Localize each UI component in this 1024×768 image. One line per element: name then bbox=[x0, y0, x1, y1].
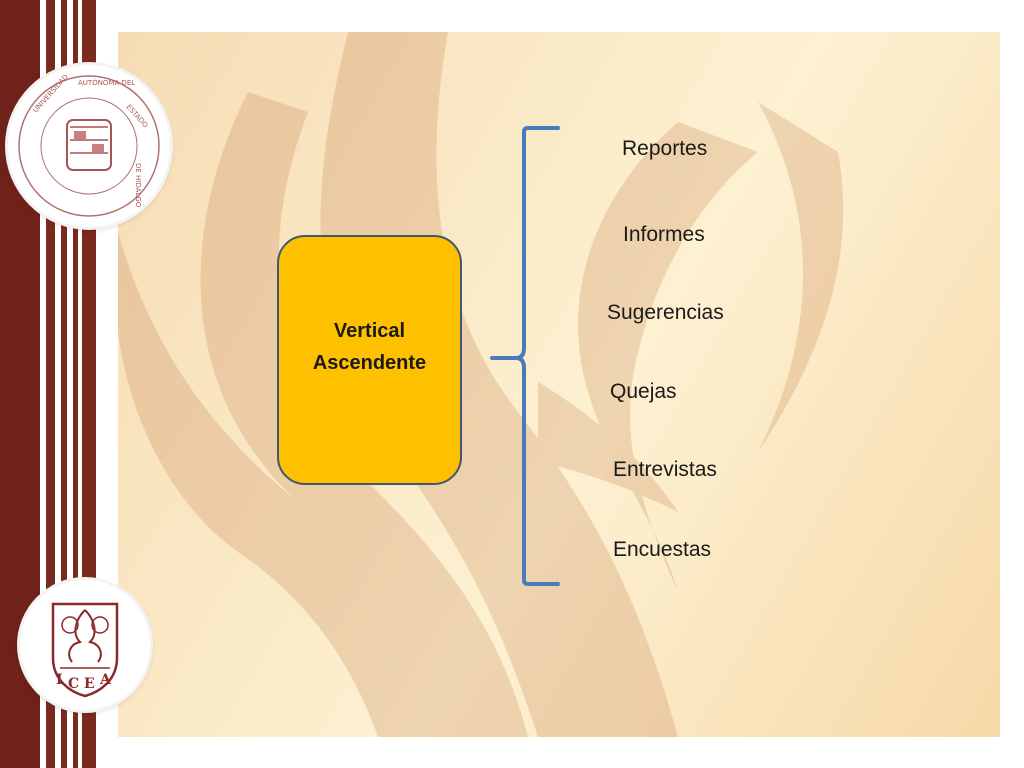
border-stripe bbox=[73, 0, 78, 768]
box-label-line2: Ascendente bbox=[312, 352, 427, 374]
university-seal: UNIVERSIDAD AUTÓNOMA DEL ESTADO DE HIDAL… bbox=[8, 65, 170, 227]
svg-text:C: C bbox=[68, 676, 79, 692]
item-reportes: Reportes bbox=[622, 137, 708, 160]
item-entrevistas: Entrevistas bbox=[613, 458, 717, 481]
flame-watermark bbox=[118, 32, 844, 737]
item-encuestas: Encuestas bbox=[613, 538, 712, 561]
svg-text:AUTÓNOMA DEL: AUTÓNOMA DEL bbox=[78, 78, 135, 87]
item-sugerencias: Sugerencias bbox=[607, 301, 724, 324]
content-panel bbox=[118, 32, 1000, 737]
svg-text:I: I bbox=[56, 672, 63, 688]
svg-text:A: A bbox=[99, 672, 112, 688]
item-quejas: Quejas bbox=[610, 380, 677, 403]
box-label-line1: Vertical bbox=[333, 320, 406, 342]
svg-text:ESTADO: ESTADO bbox=[125, 103, 150, 130]
border-stripe bbox=[61, 0, 67, 768]
svg-text:UNIVERSIDAD: UNIVERSIDAD bbox=[32, 73, 70, 114]
item-informes: Informes bbox=[623, 223, 705, 246]
curly-brace bbox=[490, 126, 560, 586]
svg-text:E: E bbox=[84, 676, 95, 692]
border-stripe bbox=[46, 0, 55, 768]
vertical-ascendente-box: Vertical Ascendente bbox=[277, 235, 462, 485]
icea-seal: I C E A bbox=[20, 580, 150, 710]
svg-text:DE HIDALGO: DE HIDALGO bbox=[134, 163, 142, 208]
